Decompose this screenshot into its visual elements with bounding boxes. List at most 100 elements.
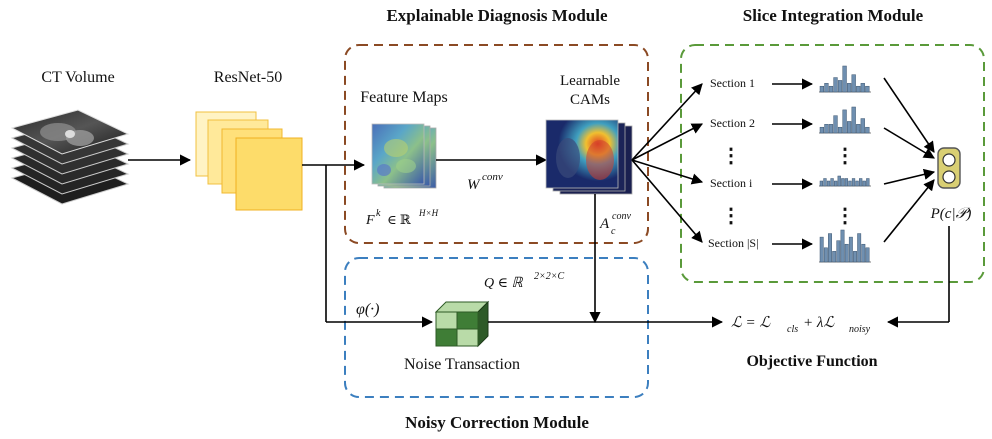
q-dim: 2×2×C	[534, 271, 564, 282]
histogram-bar	[830, 178, 834, 187]
histogram-bar	[844, 178, 849, 187]
ellipsis-right-2: ⋮	[835, 205, 855, 227]
histogram-bar	[837, 126, 843, 134]
histogram-bar	[819, 180, 824, 187]
fk-in: ∈ ℝ	[387, 212, 412, 227]
section-2-histogram	[819, 106, 871, 134]
section-i-histogram	[819, 175, 871, 187]
histogram-bar	[862, 180, 866, 187]
section-label-2: Section 2	[710, 116, 755, 130]
cams-label-line2: CAMs	[570, 92, 610, 108]
histogram-bar	[823, 178, 827, 187]
aggregator-icon	[937, 147, 961, 189]
histogram-bar	[819, 236, 824, 263]
w-conv-base: W	[467, 177, 481, 193]
noise-transaction-cube	[434, 300, 490, 348]
section-label-i: Section i	[710, 176, 753, 190]
arrow-hist-1-to-agg	[883, 77, 935, 153]
histogram-bar	[847, 121, 852, 134]
arrow-hist-s-to-agg	[883, 179, 935, 243]
slice-module-box	[680, 44, 985, 283]
histogram-bar	[823, 247, 828, 263]
histogram-bar	[861, 243, 866, 263]
histogram-bar	[819, 126, 824, 134]
fk-sup: k	[376, 208, 381, 219]
acconv-sup: conv	[612, 211, 631, 222]
histogram-bar	[866, 178, 870, 187]
histogram-bar	[844, 243, 849, 263]
histogram-bar	[837, 80, 843, 93]
arrow-hist-i-to-agg	[883, 168, 936, 185]
histogram-bar	[842, 109, 847, 134]
histogram-bar	[865, 247, 870, 263]
resnet-label: ResNet-50	[214, 69, 282, 86]
histogram-bar	[847, 83, 852, 93]
acconv-base: A	[599, 216, 610, 232]
histogram-bar	[842, 65, 847, 93]
histogram-bar	[834, 180, 838, 187]
histogram-bar	[832, 251, 837, 263]
histogram-bar	[860, 83, 865, 93]
histogram-bar	[851, 74, 856, 93]
explainable-module-title: Explainable Diagnosis Module	[386, 6, 608, 25]
histogram-bar	[826, 180, 831, 187]
phi-label: φ(·)	[356, 301, 380, 318]
loss-formula: ℒ = ℒ cls + λℒ noisy	[731, 315, 871, 335]
acconv-sub: c	[611, 226, 616, 237]
arrow-cams-to-section-i	[631, 159, 704, 185]
slice-module-title: Slice Integration Module	[743, 6, 924, 25]
histogram-bar	[824, 124, 829, 134]
histogram-bar	[860, 118, 865, 134]
arrow-cams-to-section-2	[631, 123, 703, 161]
section-label-s: Section |S|	[708, 236, 758, 250]
ellipsis-right-1: ⋮	[835, 145, 855, 167]
ct-volume-stack	[10, 109, 130, 205]
histogram-bar	[841, 178, 845, 187]
loss-noisy: noisy	[849, 324, 871, 335]
histogram-bar	[851, 178, 856, 187]
noise-transaction-label: Noise Transaction	[404, 356, 520, 373]
feature-maps-stack	[371, 123, 437, 189]
feature-maps-label: Feature Maps	[360, 89, 448, 106]
section-label-1: Section 1	[710, 76, 755, 90]
histogram-bar	[855, 180, 859, 187]
histogram-bar	[828, 85, 834, 93]
histogram-bar	[833, 115, 838, 134]
histogram-bar	[865, 126, 870, 134]
histogram-bar	[853, 251, 857, 263]
noisy-module-box	[344, 257, 649, 398]
histogram-bar	[856, 85, 861, 93]
histogram-bar	[865, 85, 870, 93]
histogram-bar	[833, 77, 838, 93]
loss-lhs: ℒ = ℒ	[731, 315, 771, 331]
histogram-bar	[828, 233, 832, 263]
q-expr: Q ∈ ℝ	[484, 276, 523, 291]
histogram-bar	[856, 124, 861, 134]
histogram-bar	[848, 180, 852, 187]
histogram-bar	[859, 178, 863, 187]
section-1-histogram	[819, 65, 871, 93]
objective-function-title: Objective Function	[746, 353, 877, 370]
arrow-hist-2-to-agg	[883, 127, 935, 159]
histogram-bar	[857, 233, 862, 263]
cams-label-line1: Learnable	[560, 73, 620, 89]
resnet-block-stack	[195, 111, 303, 211]
section-s-histogram	[819, 229, 871, 263]
histogram-bar	[836, 240, 841, 263]
arrow-cams-to-section-1	[631, 83, 703, 161]
histogram-bar	[824, 83, 829, 93]
loss-cls: cls	[787, 324, 798, 335]
histogram-bar	[828, 124, 834, 134]
fk-base: F	[365, 213, 375, 228]
histogram-bar	[840, 229, 845, 263]
noisy-module-title: Noisy Correction Module	[405, 413, 589, 432]
fk-dim: H×H	[418, 208, 439, 218]
ellipsis-left-1: ⋮	[721, 145, 741, 167]
cams-stack	[545, 119, 633, 195]
pcp-label: P(c|𝒫)	[930, 206, 972, 222]
w-conv-sup: conv	[482, 171, 503, 183]
ellipsis-left-2: ⋮	[721, 205, 741, 227]
histogram-bar	[837, 175, 841, 187]
